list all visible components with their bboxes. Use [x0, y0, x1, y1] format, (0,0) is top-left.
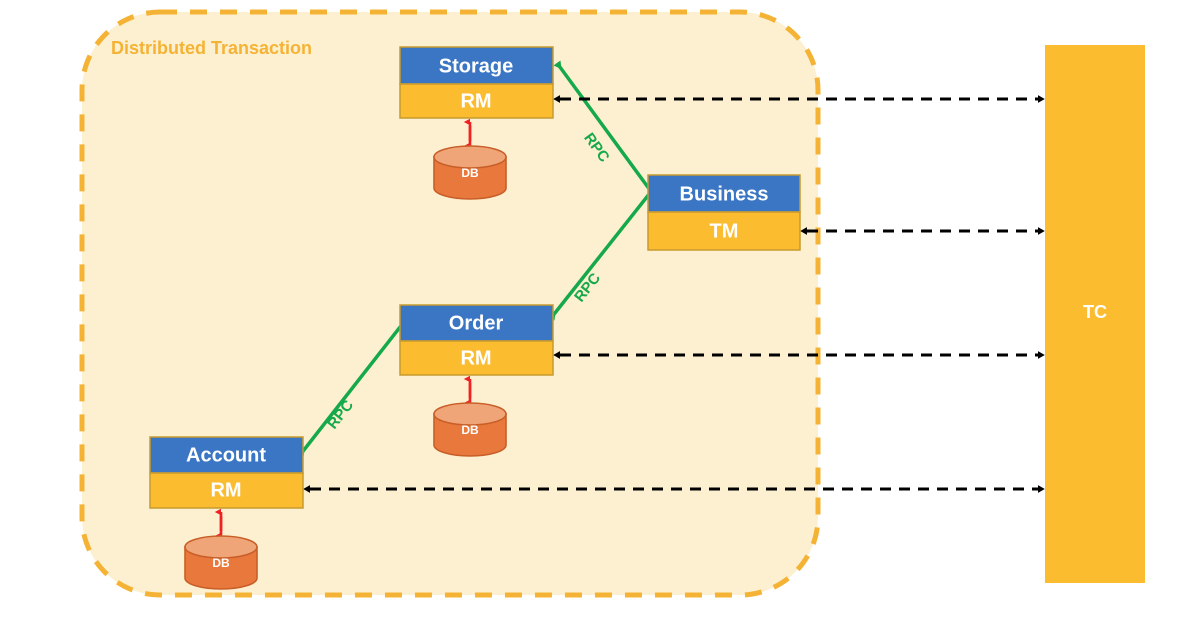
rpc-line-business-storage [553, 60, 652, 192]
tc-label: TC [1083, 302, 1107, 322]
db-storage-cylinder-top [433, 145, 507, 169]
node-account-role: RM [210, 479, 241, 501]
node-account-body [149, 472, 304, 509]
node-order[interactable]: Order RM [399, 304, 554, 376]
tc-bar [1045, 45, 1145, 583]
node-order-role: RM [460, 347, 491, 369]
node-storage[interactable]: Storage RM [399, 46, 554, 119]
node-tc[interactable]: TC [1045, 45, 1145, 583]
node-business-role: TM [710, 220, 739, 242]
db-account-cylinder-top [184, 535, 258, 559]
db-account: DB [184, 535, 258, 590]
db-storage-label: DB [461, 166, 479, 180]
node-account-title: Account [186, 444, 266, 466]
node-storage-title: Storage [439, 55, 513, 77]
node-account-header [149, 436, 304, 474]
node-storage-header [399, 46, 554, 85]
db-order-cylinder-body [433, 413, 507, 457]
group-label: Distributed Transaction [111, 38, 312, 58]
rpc-line-business-order [547, 191, 652, 321]
node-order-header [399, 304, 554, 342]
rpc-line-order-account [296, 320, 406, 458]
node-storage-role: RM [460, 90, 491, 112]
node-business-header [647, 174, 801, 213]
tc-link-group [303, 95, 1045, 493]
db-order-cylinder-top [433, 402, 507, 426]
node-order-body [399, 340, 554, 376]
db-storage: DB [433, 145, 507, 200]
node-order-title: Order [449, 312, 504, 334]
db-storage-cylinder-body [433, 156, 507, 200]
db-account-cylinder-body [184, 546, 258, 590]
node-business[interactable]: Business TM [647, 174, 801, 251]
node-business-body [647, 211, 801, 251]
db-order: DB [433, 402, 507, 457]
node-business-title: Business [680, 183, 769, 205]
db-account-label: DB [212, 556, 230, 570]
node-account[interactable]: Account RM [149, 436, 304, 509]
node-storage-body [399, 83, 554, 119]
db-order-label: DB [461, 423, 479, 437]
